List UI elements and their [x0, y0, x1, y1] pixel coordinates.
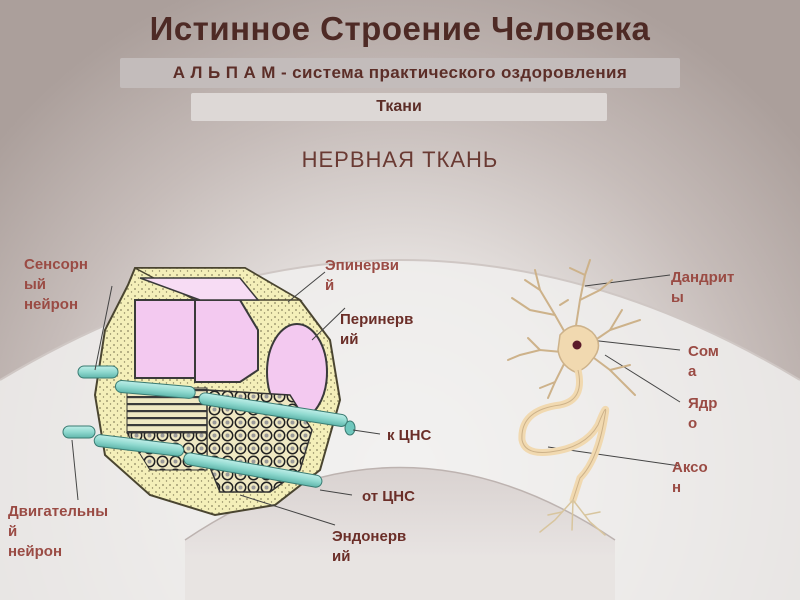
label-sensory-neuron: Сенсорн ый нейрон: [24, 255, 88, 315]
label-motor-neuron: Двигательны й нейрон: [8, 502, 108, 562]
label-epineurium: Эпинерви й: [325, 256, 399, 296]
neuron-illustration: [508, 260, 640, 535]
label-soma: Сом а: [688, 342, 719, 382]
label-dendrites: Дандрит ы: [671, 268, 734, 308]
label-nucleus: Ядр о: [688, 394, 717, 434]
label-to-cns: к ЦНС: [387, 426, 431, 446]
label-perineurium: Перинерв ий: [340, 310, 413, 350]
label-from-cns: от ЦНС: [362, 487, 415, 507]
label-endoneurium: Эндонерв ий: [332, 527, 406, 567]
label-axon: Аксо н: [672, 458, 708, 498]
